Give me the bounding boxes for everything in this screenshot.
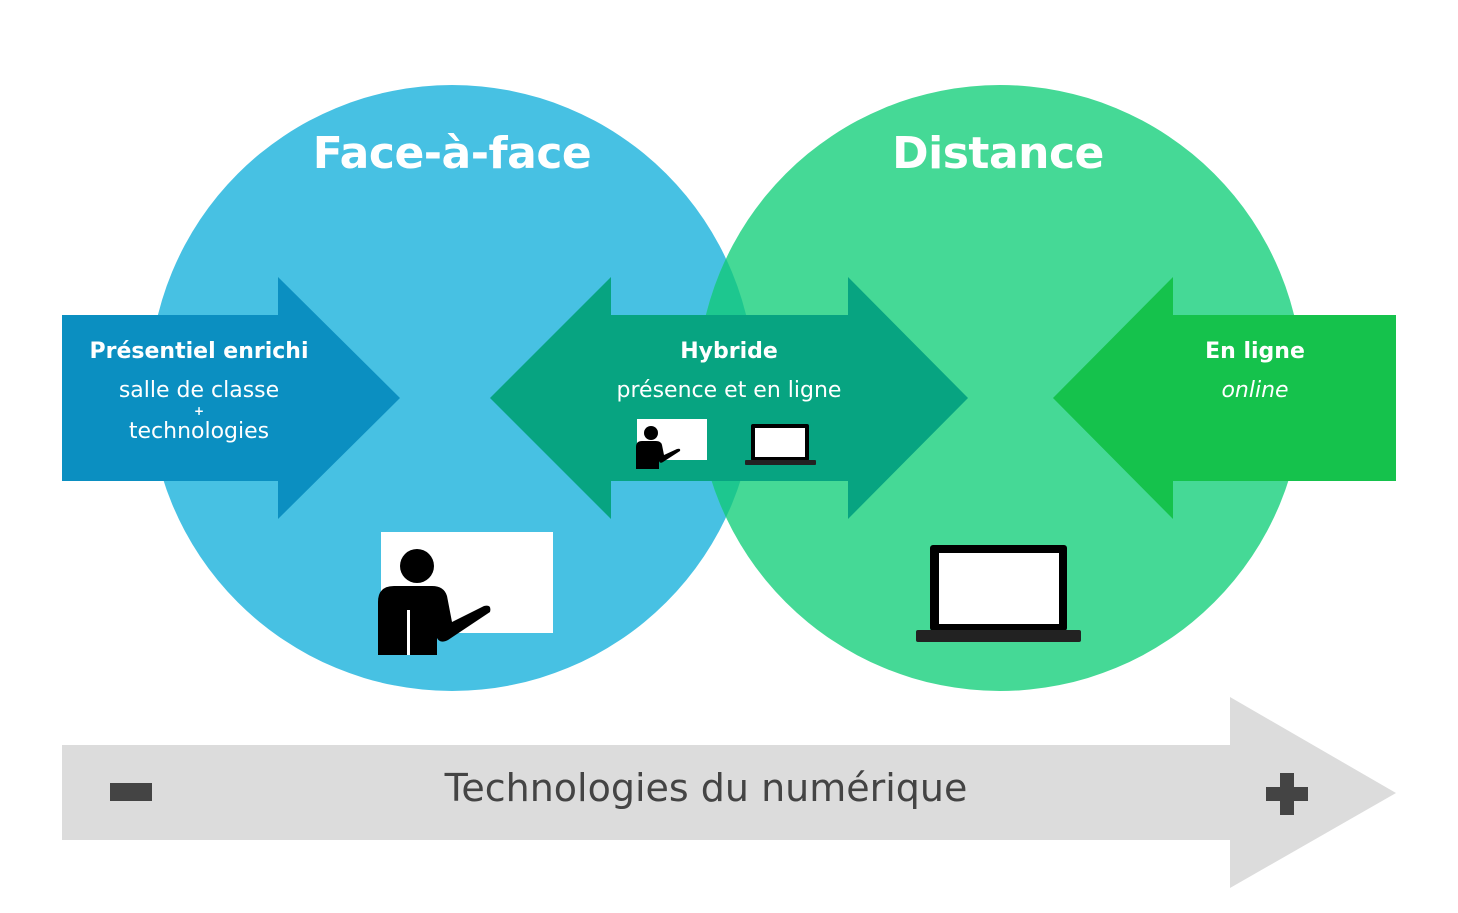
presentiel-title: Présentiel enrichi: [89, 339, 309, 364]
laptop-icon: [916, 545, 1081, 642]
teacher-board-small-icon: [636, 419, 707, 469]
hybride-title: Hybride: [680, 339, 778, 364]
en-ligne-title: En ligne: [1205, 339, 1305, 364]
face-a-face-circle: [149, 85, 755, 691]
presentiel-line1: salle de classe: [118, 378, 280, 403]
minus-icon: [110, 783, 152, 801]
face-a-face-title: Face-à-face: [312, 128, 592, 179]
presentiel-line2: technologies: [128, 419, 270, 444]
plus-icon: [1266, 773, 1308, 815]
en-ligne-arrow: [1053, 277, 1396, 519]
technologies-axis-arrow: [62, 697, 1396, 888]
technologies-axis-label: Technologies du numérique: [444, 766, 968, 810]
distance-title: Distance: [892, 128, 1104, 179]
distance-circle: [697, 85, 1303, 691]
hybride-double-arrow: [490, 277, 968, 519]
teacher-board-icon: [378, 532, 553, 655]
presentiel-arrow: [62, 277, 400, 519]
en-ligne-line1: online: [1221, 378, 1289, 403]
presentiel-plus: +: [193, 404, 205, 418]
hybride-line1: présence et en ligne: [616, 378, 842, 403]
laptop-small-icon: [745, 424, 816, 465]
